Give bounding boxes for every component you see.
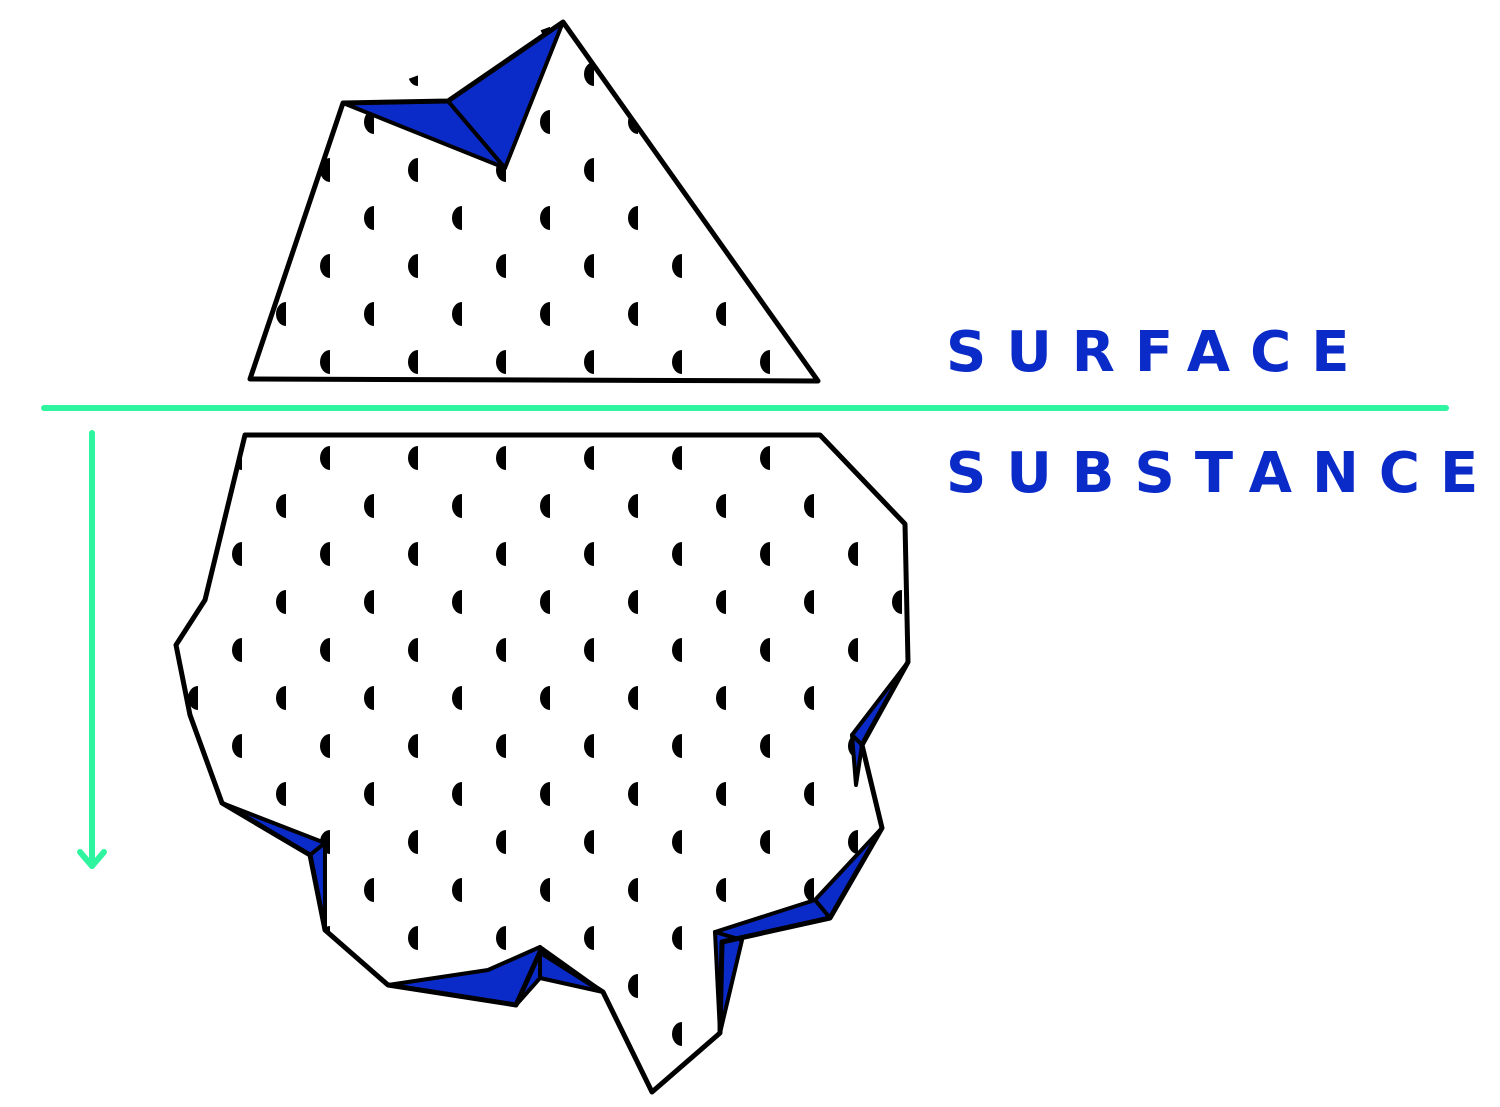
iceberg-base-outline <box>173 432 911 1095</box>
iceberg-base <box>173 432 911 1095</box>
arrow-down-icon <box>77 430 107 869</box>
iceberg-tip-outline <box>247 19 821 384</box>
iceberg-base-dot-pattern <box>176 435 908 1092</box>
iceberg-tip <box>247 19 821 384</box>
base-facet-right-upper-b <box>850 733 864 787</box>
substance-label: SUBSTANCE <box>946 441 1498 506</box>
surface-label: SURFACE <box>946 320 1369 385</box>
